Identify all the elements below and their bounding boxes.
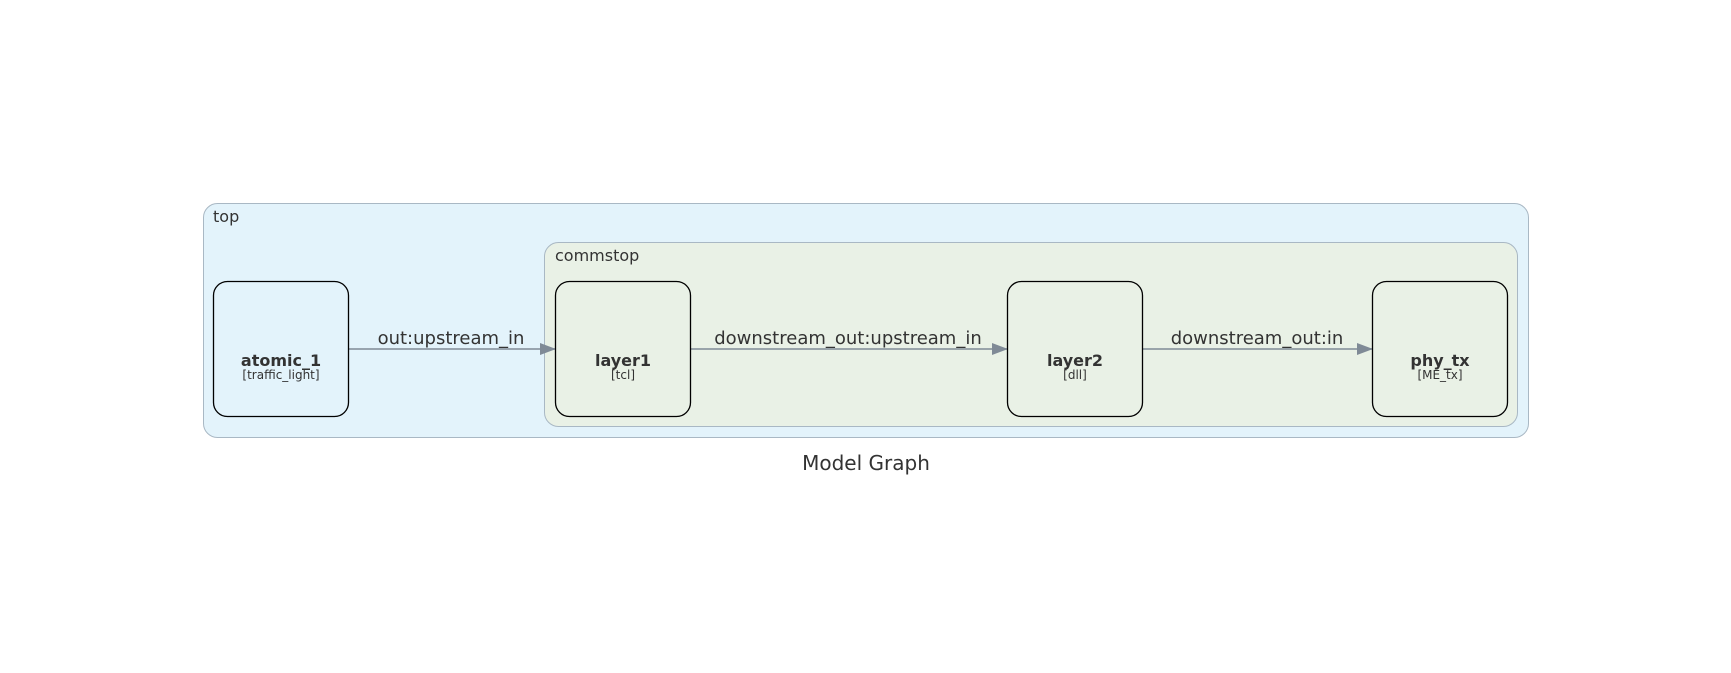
graph-caption: Model Graph — [802, 451, 930, 475]
node-type: [ME_tx] — [1417, 368, 1462, 382]
cluster-commstop-box — [544, 242, 1518, 427]
node-box — [1006, 280, 1144, 418]
edge-layer1-to-layer2: downstream_out:upstream_in — [690, 328, 1008, 355]
node-phy_tx[interactable]: phy_tx [ME_tx] — [1371, 280, 1509, 418]
cluster-commstop-label: commstop — [555, 246, 639, 265]
node-name: phy_tx — [1410, 351, 1470, 370]
cluster-top-label: top — [213, 207, 239, 226]
node-layer2[interactable]: layer2 [dll] — [1006, 280, 1144, 418]
node-name: atomic_1 — [241, 351, 321, 370]
edge-label-out-upstream_in: out:upstream_in — [378, 328, 525, 349]
node-atomic_1[interactable]: atomic_1 [traffic_light] — [212, 280, 350, 418]
edge-atomic_1-to-layer1: out:upstream_in — [348, 328, 556, 355]
cluster-commstop: commstop — [544, 242, 1518, 427]
node-box — [1371, 280, 1509, 418]
node-name: layer2 — [1047, 351, 1103, 370]
node-type: [traffic_light] — [242, 368, 319, 382]
edge-label-downstream_out-upstream_in: downstream_out:upstream_in — [714, 328, 982, 349]
node-name: layer1 — [595, 351, 651, 370]
node-box — [212, 280, 350, 418]
edge-layer2-to-phy_tx: downstream_out:in — [1142, 328, 1373, 355]
edge-label-downstream_out-in: downstream_out:in — [1171, 328, 1344, 349]
node-box — [554, 280, 692, 418]
node-type: [tcl] — [611, 368, 635, 382]
node-layer1[interactable]: layer1 [tcl] — [554, 280, 692, 418]
node-type: [dll] — [1063, 368, 1087, 382]
